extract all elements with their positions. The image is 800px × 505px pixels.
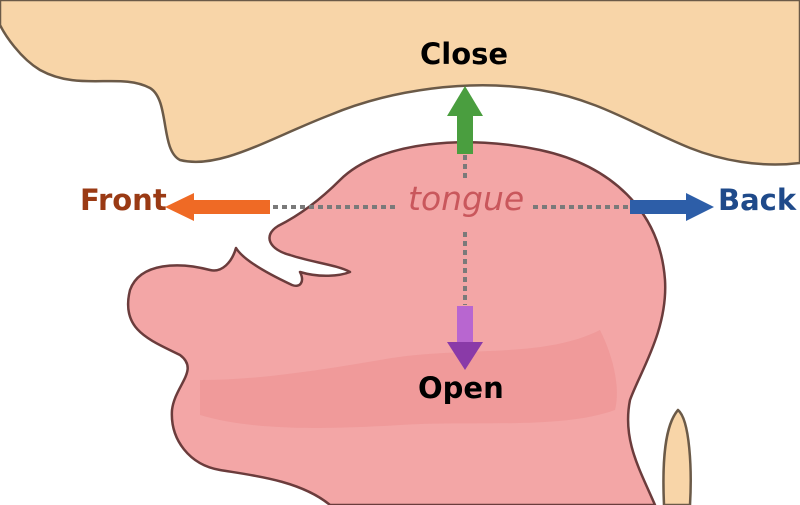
lower-jaw-shape — [700, 410, 800, 505]
back-arrow — [630, 193, 714, 221]
close-arrow — [447, 86, 483, 154]
open-label: Open — [418, 371, 504, 405]
front-arrow — [165, 193, 270, 221]
uvula-shape — [662, 408, 692, 505]
front-label: Front — [80, 183, 167, 217]
tongue-label: tongue — [408, 179, 525, 218]
tongue-shading — [200, 330, 617, 428]
palate-shape — [0, 0, 800, 166]
back-label: Back — [718, 183, 797, 217]
tongue-shape — [126, 140, 667, 505]
open-arrow — [447, 306, 483, 370]
close-label: Close — [420, 37, 509, 71]
